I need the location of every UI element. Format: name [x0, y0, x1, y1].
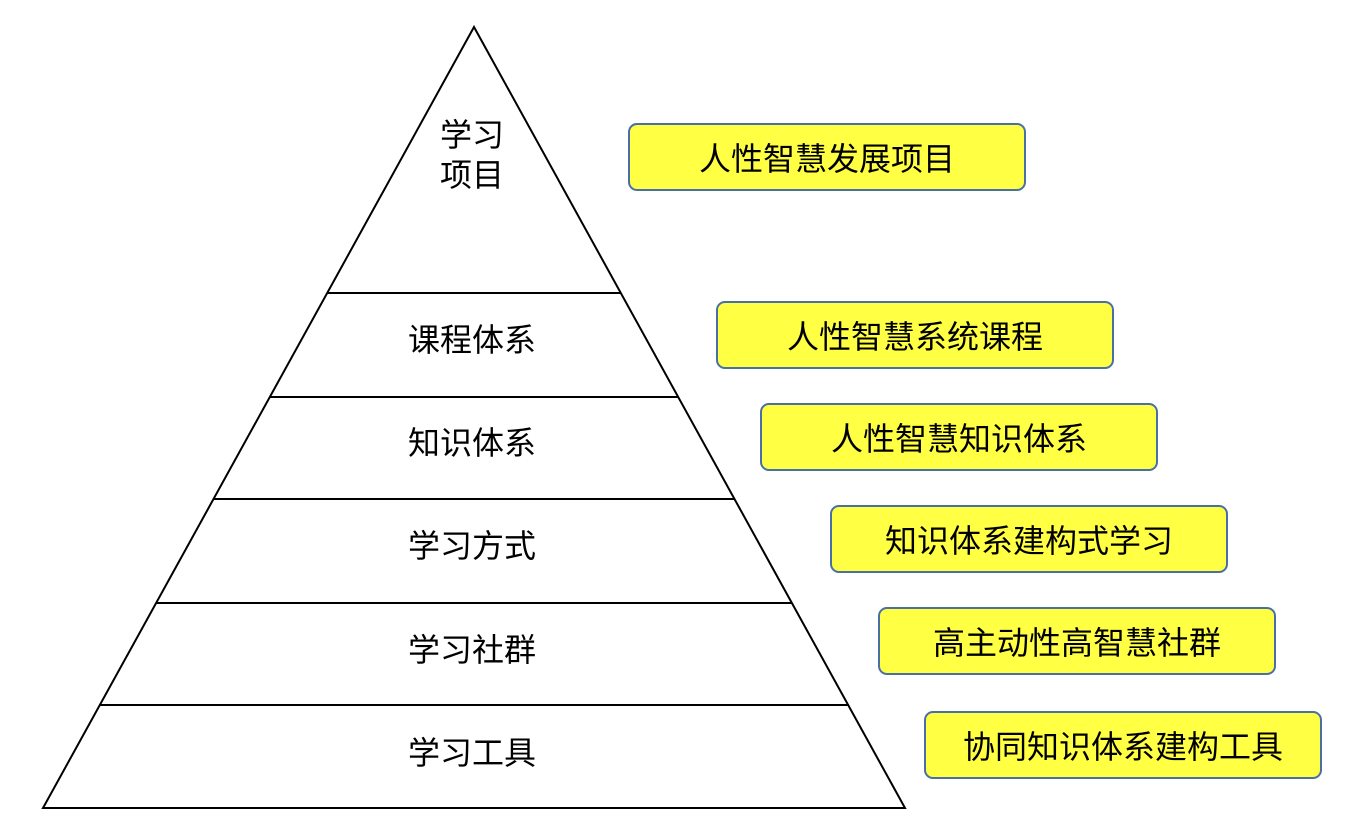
layer-label-learning-tools: 学习工具 — [407, 734, 536, 772]
layer-label-curriculum: 课程体系 — [407, 321, 536, 359]
tag-knowledge-system: 人性智慧知识体系 — [760, 403, 1158, 471]
pyramid-triangle — [41, 24, 907, 809]
layer-label-knowledge-system: 知识体系 — [407, 424, 536, 462]
layer-label-learning-method: 学习方式 — [407, 527, 536, 565]
tag-wisdom-community: 高主动性高智慧社群 — [878, 607, 1276, 675]
tag-development-project: 人性智慧发展项目 — [628, 123, 1026, 191]
layer-label-learning-projects: 学习 项目 — [439, 116, 504, 194]
tag-system-curriculum: 人性智慧系统课程 — [716, 301, 1114, 369]
layer-label-learning-community: 学习社群 — [407, 631, 536, 669]
tag-constructive-learning: 知识体系建构式学习 — [830, 505, 1228, 573]
tag-collaborative-tools: 协同知识体系建构工具 — [924, 711, 1322, 779]
